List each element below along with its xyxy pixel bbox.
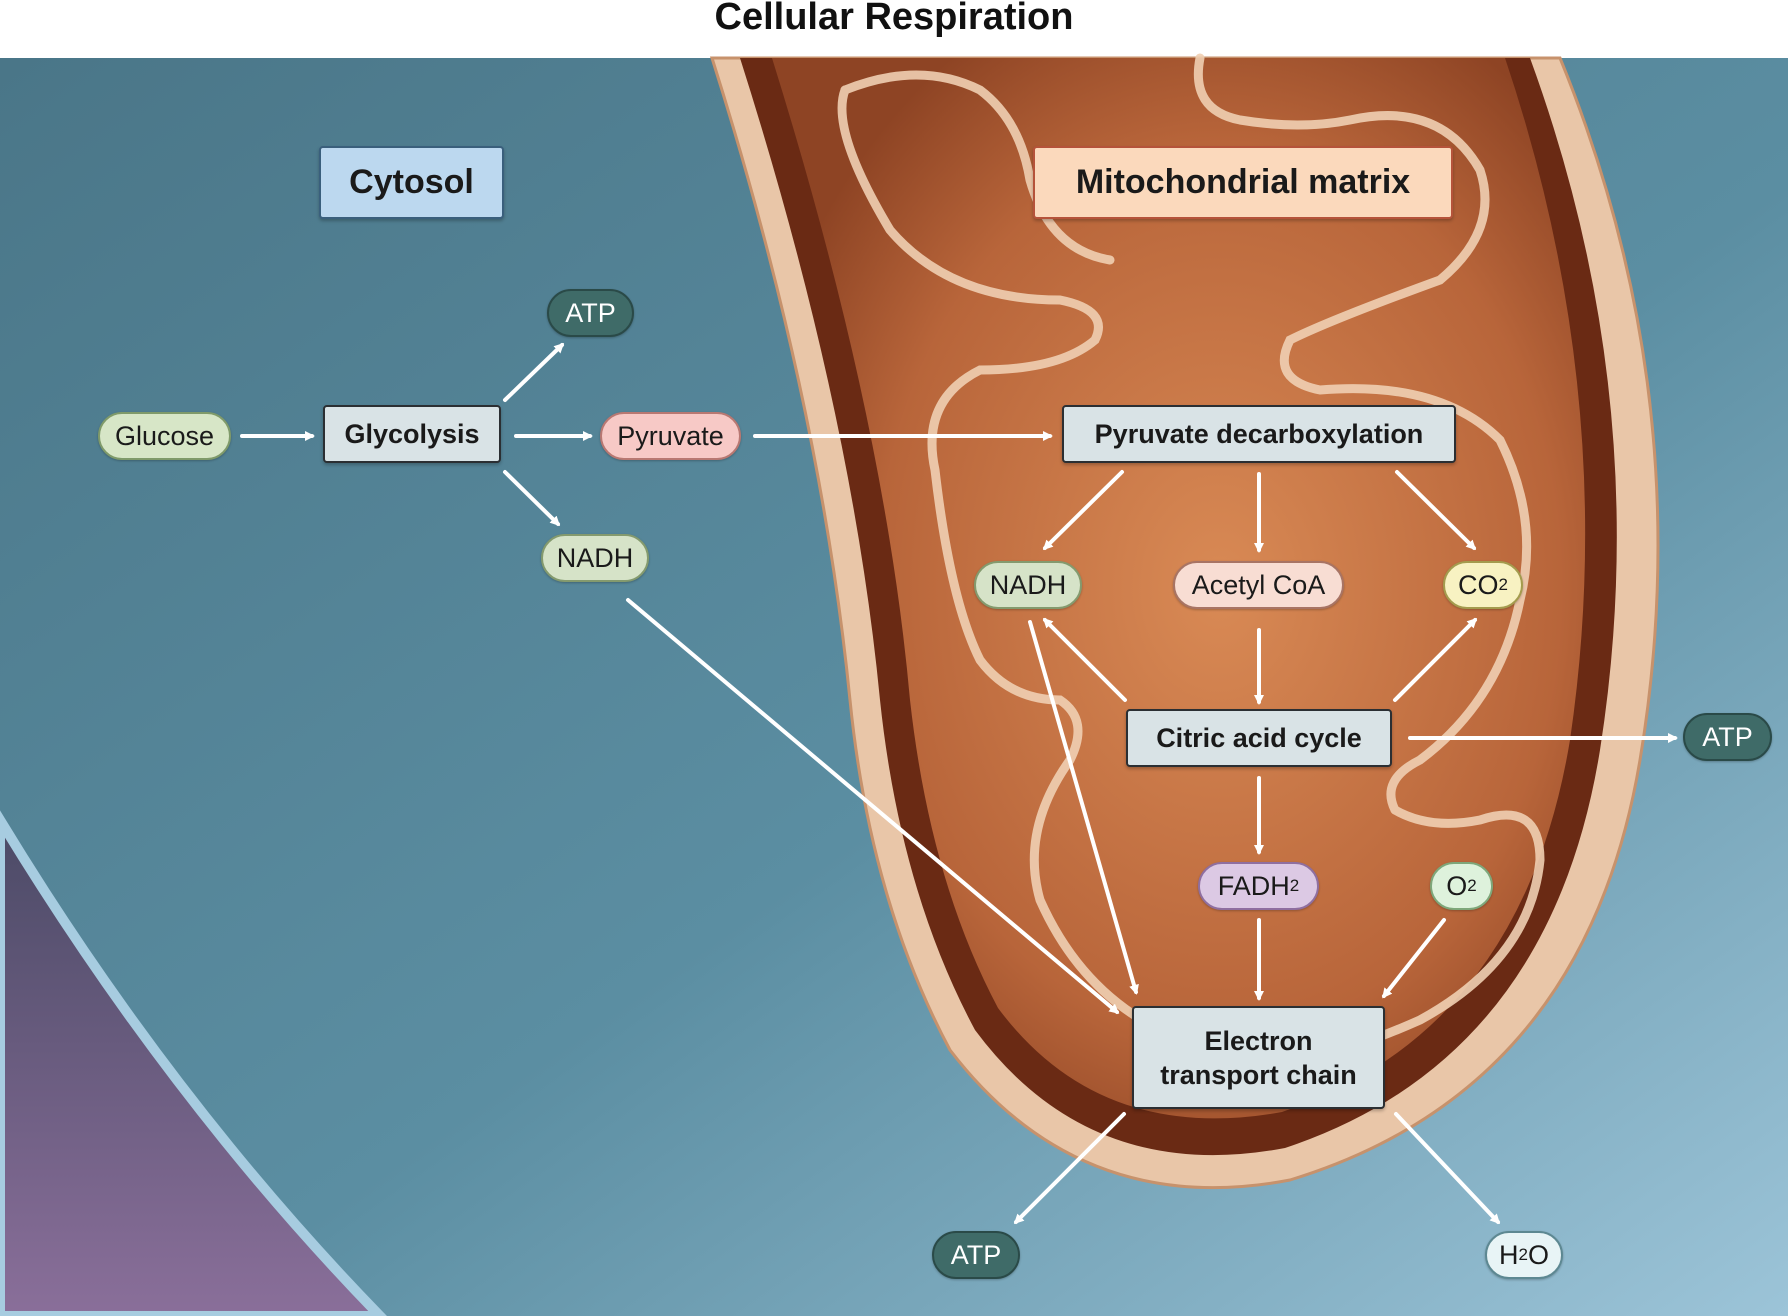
citric-acid-cycle-box: Citric acid cycle bbox=[1126, 709, 1392, 767]
fadh2-base: FADH bbox=[1217, 870, 1290, 901]
arrow-citric-to-co2 bbox=[1393, 617, 1478, 702]
h2o-suffix: O bbox=[1527, 1239, 1549, 1270]
o2-subscript: 2 bbox=[1467, 876, 1477, 895]
page-title: Cellular Respiration bbox=[714, 0, 1074, 38]
arrow-decarb-to-co2 bbox=[1395, 470, 1477, 551]
glycolysis-box: Glycolysis bbox=[323, 405, 501, 463]
arrow-cytosol-nadh-to-etc bbox=[626, 598, 1120, 1014]
electron-transport-chain-box: Electron transport chain bbox=[1132, 1006, 1385, 1109]
etc-label-line-1: Electron bbox=[1204, 1025, 1313, 1056]
etc-label-line-2: transport chain bbox=[1160, 1059, 1357, 1090]
fadh2-subscript: 2 bbox=[1289, 876, 1300, 895]
cristae-folds bbox=[837, 53, 1545, 1065]
arrow-glycolysis-to-nadh bbox=[503, 470, 561, 527]
mitochondrial-matrix-label: Mitochondrial matrix bbox=[1033, 146, 1453, 219]
o2-base: O bbox=[1446, 870, 1468, 901]
glucose-pill: Glucose bbox=[98, 412, 231, 460]
nucleus-shape bbox=[0, 810, 387, 1316]
arrow-citric-to-nadh bbox=[1042, 617, 1127, 702]
glycolysis-nadh-pill: NADH bbox=[541, 534, 649, 582]
arrow-etc-to-h2o bbox=[1394, 1112, 1501, 1225]
pyruvate-decarboxylation-box: Pyruvate decarboxylation bbox=[1062, 405, 1456, 463]
matrix-nadh-pill: NADH bbox=[974, 561, 1082, 609]
h2o-prefix: H bbox=[1499, 1239, 1519, 1270]
arrow-etc-to-atp bbox=[1013, 1112, 1126, 1225]
arrow-decarb-to-nadh bbox=[1042, 470, 1124, 551]
etc-atp-pill: ATP bbox=[932, 1231, 1020, 1279]
arrow-matrix-nadh-to-etc bbox=[1028, 620, 1139, 995]
glycolysis-atp-pill: ATP bbox=[547, 289, 634, 337]
cytosol-label: Cytosol bbox=[319, 146, 504, 219]
arrow-glycolysis-to-atp bbox=[503, 342, 565, 402]
pyruvate-pill: Pyruvate bbox=[600, 412, 741, 460]
arrow-o2-to-etc bbox=[1382, 918, 1446, 999]
co2-base: CO bbox=[1458, 569, 1499, 600]
citric-atp-pill: ATP bbox=[1683, 713, 1772, 761]
acetyl-coa-pill: Acetyl CoA bbox=[1173, 561, 1344, 609]
h2o-subscript: 2 bbox=[1518, 1245, 1528, 1264]
co2-subscript: 2 bbox=[1498, 575, 1508, 594]
